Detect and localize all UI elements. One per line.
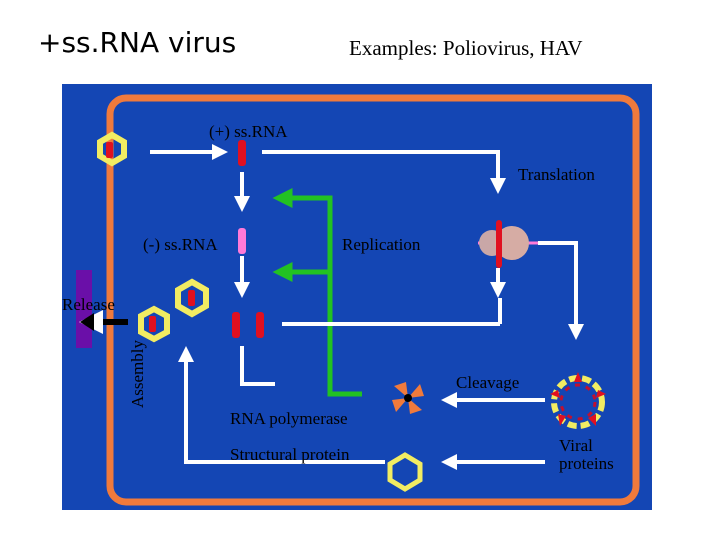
minus-ssrna-label: (-) ss.RNA <box>143 235 218 254</box>
plus-ssrna-strand <box>238 140 246 166</box>
viral-proteins-line-1: Viral <box>559 436 593 455</box>
cell-membrane <box>106 94 640 506</box>
cleavage-label: Cleavage <box>456 373 520 392</box>
new-plus-strand-a <box>232 312 240 338</box>
assembly-label: Assembly <box>128 340 147 408</box>
released-capsid <box>138 305 170 343</box>
plus-ssrna-label: (+) ss.RNA <box>209 122 288 141</box>
examples-caption: Examples: Poliovirus, HAV <box>349 36 583 60</box>
assembled-capsid <box>175 278 209 318</box>
translation-label: Translation <box>518 165 595 184</box>
released-capsid-rna <box>149 316 156 332</box>
entering-capsid <box>97 131 127 167</box>
replication-label: Replication <box>342 235 421 254</box>
release-label: Release <box>62 295 115 314</box>
rna-polymerase-icon <box>390 380 426 416</box>
viral-proteins-icon <box>550 372 606 429</box>
replication-green-line <box>272 188 362 397</box>
diagram-panel <box>62 84 652 510</box>
viral-proteins-label: Viral proteins <box>559 437 614 473</box>
rna-polymerase-label: RNA polymerase <box>230 409 348 428</box>
to-polyprotein-arrow <box>538 241 584 340</box>
assembled-capsid-rna <box>188 290 195 306</box>
minus-ssrna-strand <box>238 228 246 254</box>
entering-capsid-rna <box>106 142 113 158</box>
assembly-arrow <box>178 346 385 464</box>
ribosome-large <box>495 226 529 260</box>
new-plus-strand-b <box>256 312 264 338</box>
viral-proteins-line-2: proteins <box>559 454 614 473</box>
structural-protein-capsid <box>387 452 423 492</box>
rna-to-assembly-line <box>240 346 275 386</box>
ribosome-rna <box>496 220 502 268</box>
structural-protein-label: Structural protein <box>230 445 350 464</box>
translation-arrow <box>262 150 506 194</box>
page-title: +ss.RNA virus <box>38 26 237 59</box>
